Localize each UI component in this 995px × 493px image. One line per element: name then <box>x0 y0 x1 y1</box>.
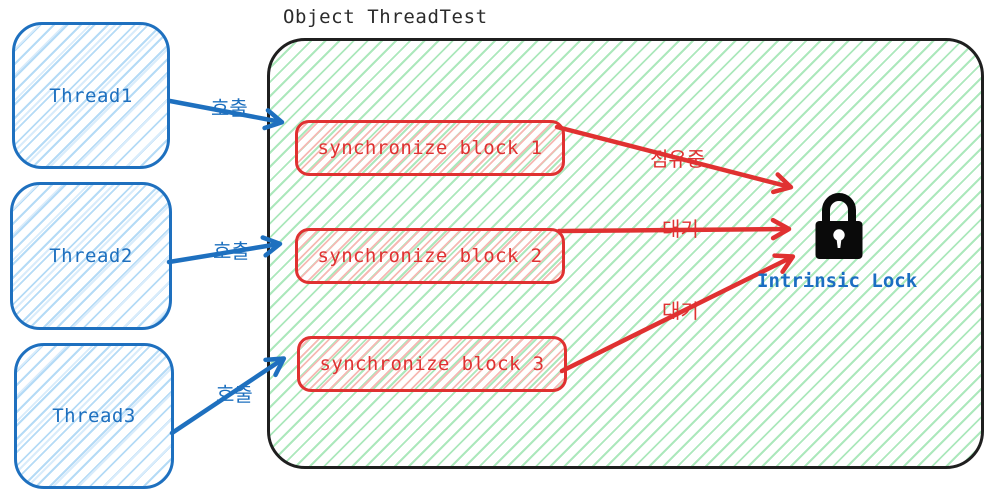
call-label-2: 호출 <box>213 239 250 263</box>
occupying-label: 점유중 <box>650 147 706 171</box>
synchronize-block-3-label: synchronize block 3 <box>319 353 545 375</box>
synchronize-block-2-label: synchronize block 2 <box>317 245 543 267</box>
waiting-label-1: 대기 <box>662 217 699 241</box>
thread2-box: Thread2 <box>10 182 172 330</box>
thread1-label: Thread1 <box>49 84 133 107</box>
synchronize-block-3: synchronize block 3 <box>297 336 567 392</box>
object-title: Object ThreadTest <box>283 6 488 28</box>
thread1-box: Thread1 <box>12 22 170 169</box>
synchronize-block-1-label: synchronize block 1 <box>317 137 543 159</box>
call-label-3: 호출 <box>216 382 253 406</box>
intrinsic-lock-label: Intrinsic Lock <box>757 270 918 292</box>
padlock-icon <box>813 191 865 261</box>
thread3-box: Thread3 <box>14 343 174 489</box>
call-label-1: 호출 <box>211 96 248 120</box>
synchronize-block-2: synchronize block 2 <box>295 228 565 284</box>
synchronize-block-1: synchronize block 1 <box>295 120 565 176</box>
thread3-label: Thread3 <box>52 405 136 427</box>
thread2-label: Thread2 <box>49 245 133 267</box>
waiting-label-2: 대기 <box>662 299 699 323</box>
